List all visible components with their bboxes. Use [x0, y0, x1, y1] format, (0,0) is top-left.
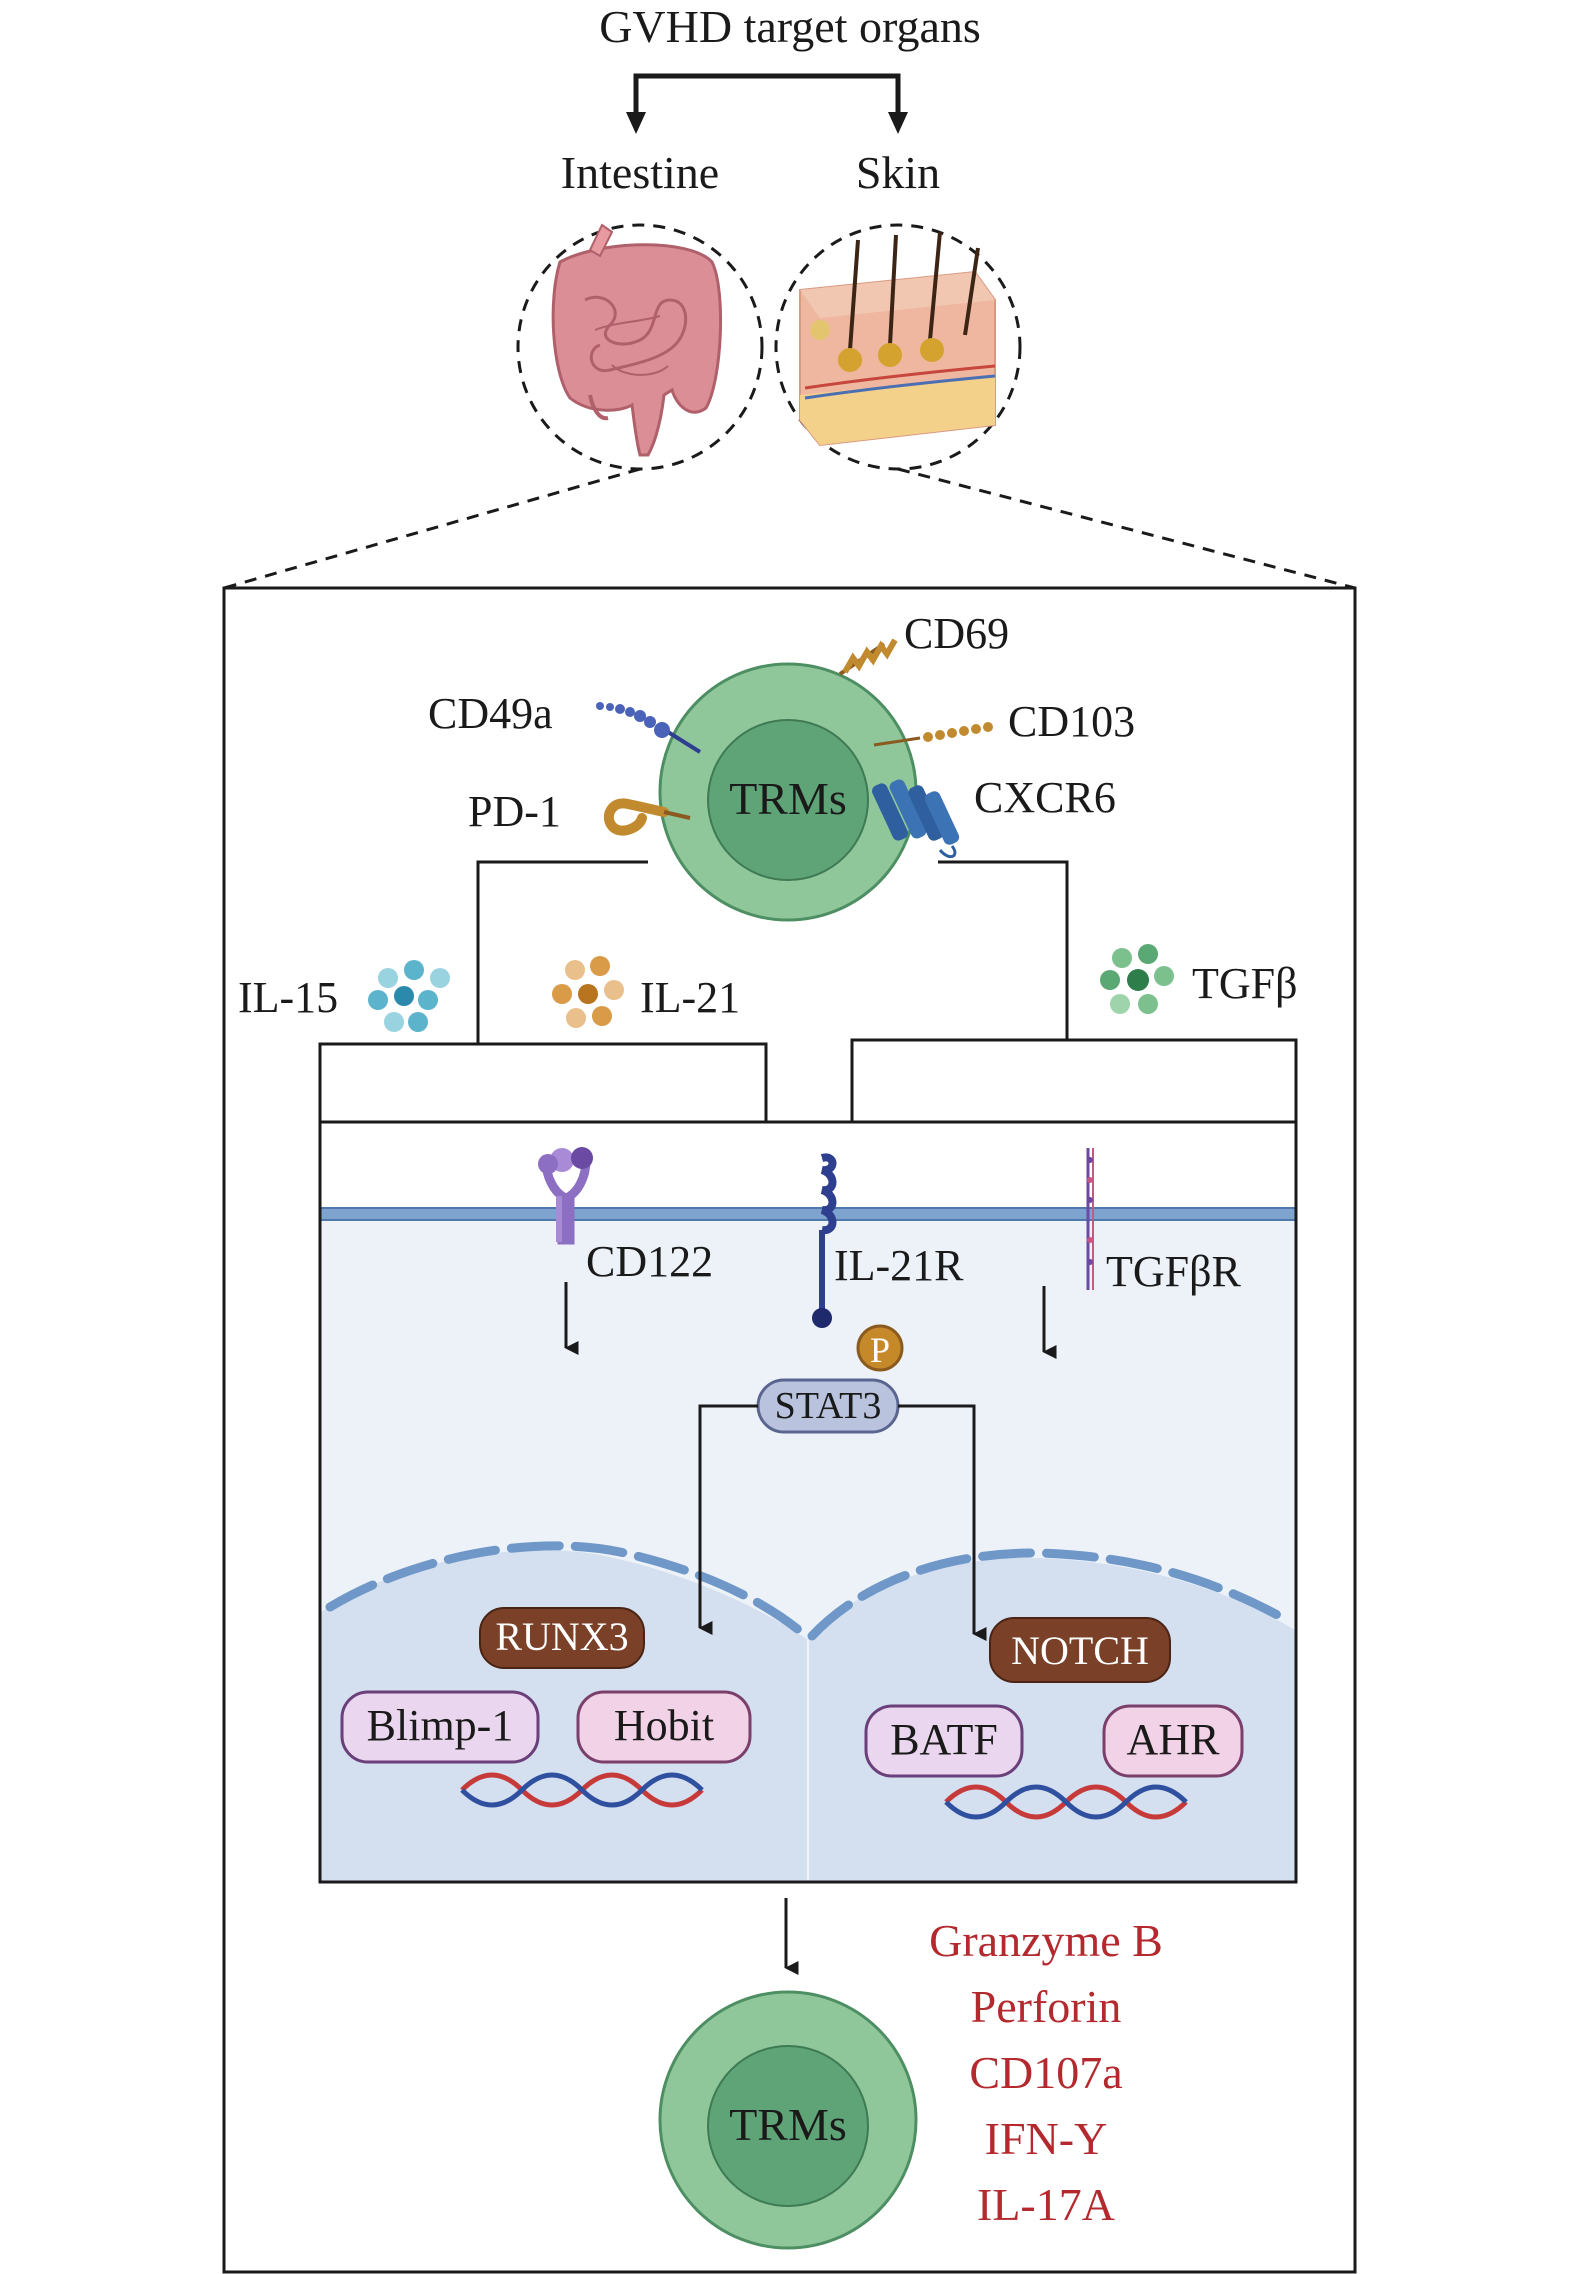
- trm-cell-bottom: [658, 1990, 918, 2250]
- receptor-tgfbr: TGFβR: [1106, 1247, 1242, 1296]
- tf-blimp1: [340, 1690, 540, 1764]
- bracket-right: [850, 1038, 1298, 1124]
- effector-il-17a: IL-17A: [977, 2179, 1115, 2230]
- arrow-to-intestine: [626, 112, 646, 134]
- marker-cd103: CD103: [1008, 697, 1135, 746]
- tf-hobit: [576, 1690, 752, 1764]
- phospho-icon: [856, 1324, 904, 1372]
- marker-cd69: CD69: [904, 609, 1009, 658]
- nucleus-left: [321, 1550, 808, 1881]
- tf-notch-label: NOTCH: [1011, 1628, 1149, 1673]
- il15-cytokine-icon: [368, 960, 450, 1032]
- trm-label-bottom: TRMs: [729, 2099, 847, 2150]
- organ-label-intestine: Intestine: [561, 147, 719, 198]
- tf-ahr: [1102, 1704, 1244, 1778]
- tf-hobit-label: Hobit: [614, 1701, 714, 1750]
- header-bracket: [633, 73, 901, 118]
- phospho-label: P: [870, 1330, 890, 1370]
- effector-cd107a: CD107a: [969, 2047, 1122, 2098]
- receptor-cd122: CD122: [586, 1237, 713, 1286]
- trm-cell-top: [658, 662, 918, 922]
- tgfb-cytokine-icon: [1100, 944, 1174, 1014]
- branch-right: [938, 860, 1069, 1040]
- cytokine-il15: IL-15: [238, 973, 338, 1022]
- header-title: GVHD target organs: [599, 1, 981, 52]
- cxcr6-receptor-icon: [872, 779, 960, 859]
- pd1-receptor-icon: [603, 798, 691, 836]
- nuclear-envelope-right: [807, 1548, 1295, 1641]
- tf-notch: [989, 1617, 1171, 1683]
- tf-runx3: [479, 1607, 645, 1669]
- tf-batf: [864, 1704, 1024, 1778]
- intestine-icon: [516, 223, 764, 471]
- effector-perforin: Perforin: [971, 1981, 1122, 2032]
- il21r-receptor-icon: [812, 1153, 837, 1328]
- effector-ifn-y: IFN-Y: [985, 2113, 1108, 2164]
- receptor-il21r: IL-21R: [834, 1241, 964, 1290]
- branch-left: [476, 860, 648, 1044]
- il21-cytokine-icon: [552, 956, 624, 1028]
- zoom-line-right: [897, 467, 1356, 590]
- main-panel: [222, 586, 1357, 2274]
- nuclear-envelope-left: [325, 1541, 811, 1641]
- extracellular-space: [321, 1123, 1295, 1212]
- cd49a-receptor-icon: [596, 702, 702, 754]
- bracket-left: [318, 1042, 768, 1124]
- organ-label-skin: Skin: [856, 147, 940, 198]
- tgfbr-receptor-icon: [1086, 1148, 1094, 1290]
- trm-label-top: TRMs: [729, 773, 847, 824]
- tf-batf-label: BATF: [890, 1715, 998, 1764]
- marker-cd49a: CD49a: [428, 689, 553, 738]
- tf-runx3-label: RUNX3: [495, 1614, 628, 1659]
- nucleus-right: [808, 1557, 1295, 1881]
- cd103-receptor-icon: [873, 722, 993, 747]
- cell-membrane: [321, 1208, 1295, 1220]
- arrow-stat3-right: [898, 1404, 987, 1641]
- effector-granzyme-b: Granzyme B: [929, 1915, 1163, 1966]
- marker-cxcr6: CXCR6: [974, 773, 1116, 822]
- dna-icon-left: [460, 1772, 704, 1808]
- stat3-label: STAT3: [775, 1385, 882, 1427]
- cd69-receptor-icon: [838, 638, 898, 676]
- marker-pd1: PD-1: [468, 787, 561, 836]
- arrow-stat3-left: [698, 1404, 758, 1635]
- cytokine-il21: IL-21: [640, 973, 740, 1022]
- arrow-to-skin: [888, 112, 908, 134]
- cd122-receptor-icon: [538, 1147, 593, 1245]
- cytokine-tgfb: TGFβ: [1192, 959, 1298, 1008]
- skin-icon: [774, 223, 1022, 471]
- dna-icon-right: [944, 1784, 1188, 1820]
- tf-ahr-label: AHR: [1127, 1715, 1221, 1764]
- tf-blimp1-label: Blimp-1: [367, 1701, 514, 1750]
- zoom-line-left: [223, 467, 641, 590]
